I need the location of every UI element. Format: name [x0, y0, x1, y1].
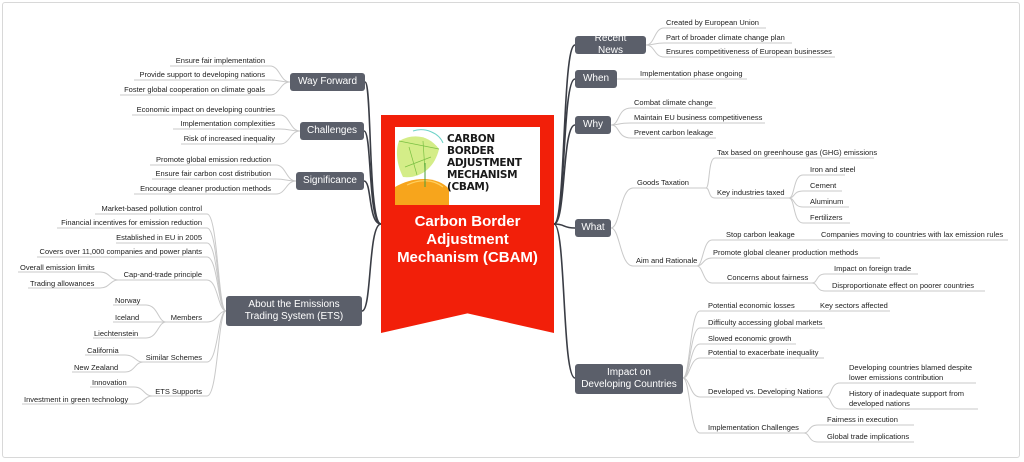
leaf-illustration-icon	[395, 127, 540, 205]
leaf-innovation: Innovation	[92, 378, 127, 387]
leaf-significance-1: Promote global emission reduction	[155, 155, 271, 164]
key-industries-taxed: Key industries taxed	[717, 188, 785, 197]
leaf-when-1: Implementation phase ongoing	[640, 69, 743, 78]
leaf-promote-cleaner: Promote global cleaner production method…	[713, 248, 859, 257]
members: Members	[170, 313, 202, 322]
similar-schemes: Similar Schemes	[145, 353, 202, 362]
branch-recent-news[interactable]: Recent News	[575, 33, 646, 56]
leaf-industry-2: Cement	[810, 181, 837, 190]
leaf-key-sectors: Key sectors affected	[820, 301, 888, 310]
leaf-impact-3: Potential to exacerbate inequality	[708, 348, 819, 357]
leaf-significance-3: Encourage cleaner production methods	[140, 184, 271, 193]
leaf-lax-emission: Companies moving to countries with lax e…	[821, 230, 1004, 239]
leaf-fairness-1: Impact on foreign trade	[834, 264, 912, 273]
leaf-challenges-2: Implementation complexities	[180, 119, 275, 128]
branch-what[interactable]: What	[575, 219, 611, 237]
ets-supports: ETS Supports	[155, 387, 202, 396]
central-topic-title: Carbon Border Adjustment Mechanism (CBAM…	[397, 213, 538, 266]
leaf-ets-4: Covers over 11,000 companies and power p…	[39, 247, 202, 256]
leaf-member-norway: Norway	[115, 296, 141, 305]
concerns-about-fairness: Concerns about fairness	[727, 273, 809, 282]
branch-way-forward[interactable]: Way Forward	[290, 73, 365, 91]
leaf-green-tech: Investment in green technology	[24, 395, 129, 404]
stop-carbon-leakage: Stop carbon leakage	[726, 230, 795, 239]
leaf-emission-limits: Overall emission limits	[20, 263, 95, 272]
aim-and-rationale: Aim and Rationale	[636, 256, 698, 265]
leaf-way-forward-2: Provide support to developing nations	[139, 70, 265, 79]
leaf-ets-1: Market-based pollution control	[101, 204, 202, 213]
branch-ets[interactable]: About the Emissions Trading System (ETS)	[226, 296, 362, 326]
leaf-member-iceland: Iceland	[115, 313, 140, 322]
leaf-inadequate-support: History of inadequate support from devel…	[849, 389, 965, 408]
cap-and-trade: Cap-and-trade principle	[123, 270, 202, 279]
leaf-why-3: Prevent carbon leakage	[634, 128, 714, 137]
leaf-recent-news-1: Created by European Union	[666, 18, 759, 27]
leaf-ghg-tax: Tax based on greenhouse gas (GHG) emissi…	[717, 148, 878, 157]
leaf-why-2: Maintain EU business competitiveness	[634, 113, 763, 122]
leaf-significance-2: Ensure fair carbon cost distribution	[155, 169, 271, 178]
leaf-recent-news-2: Part of broader climate change plan	[666, 33, 785, 42]
leaf-trading-allowances: Trading allowances	[30, 279, 95, 288]
leaf-why-1: Combat climate change	[634, 98, 713, 107]
leaf-industry-4: Fertilizers	[810, 213, 843, 222]
branch-impact-developing[interactable]: Impact on Developing Countries	[575, 364, 683, 394]
leaf-fairness-2: Disproportionate effect on poorer countr…	[832, 281, 975, 290]
leaf-industry-3: Aluminum	[810, 197, 844, 206]
leaf-way-forward-3: Foster global cooperation on climate goa…	[124, 85, 265, 94]
leaf-challenges-1: Economic impact on developing countries	[136, 105, 275, 114]
leaf-ets-2: Financial incentives for emission reduct…	[61, 218, 202, 227]
leaf-impl-challenge-1: Fairness in execution	[827, 415, 898, 424]
branch-challenges[interactable]: Challenges	[300, 122, 364, 140]
developed-vs-developing: Developed vs. Developing Nations	[708, 387, 823, 396]
branch-why[interactable]: Why	[575, 116, 611, 134]
leaf-recent-news-3: Ensures competitiveness of European busi…	[666, 47, 832, 56]
leaf-way-forward-1: Ensure fair implementation	[175, 56, 265, 65]
leaf-blamed: Developing countries blamed despite lowe…	[849, 363, 972, 382]
leaf-california: California	[87, 346, 119, 355]
poster-title: CARBON BORDER ADJUSTMENT MECHANISM (CBAM…	[447, 133, 522, 193]
leaf-impl-challenge-2: Global trade implications	[827, 432, 910, 441]
leaf-new-zealand: New Zealand	[74, 363, 119, 372]
leaf-member-liechtenstein: Liechtenstein	[94, 329, 139, 338]
branch-significance[interactable]: Significance	[296, 172, 364, 190]
potential-economic-losses: Potential economic losses	[708, 301, 795, 310]
branch-when[interactable]: When	[575, 70, 617, 88]
cbam-poster-image: CARBON BORDER ADJUSTMENT MECHANISM (CBAM…	[395, 127, 540, 205]
leaf-industry-1: Iron and steel	[810, 165, 856, 174]
leaf-ets-3: Established in EU in 2005	[116, 233, 202, 242]
leaf-impact-1: Difficulty accessing global markets	[708, 318, 823, 327]
leaf-challenges-3: Risk of increased inequality	[183, 134, 275, 143]
goods-taxation: Goods Taxation	[637, 178, 689, 187]
implementation-challenges: Implementation Challenges	[708, 423, 799, 432]
leaf-impact-2: Slowed economic growth	[708, 334, 792, 343]
